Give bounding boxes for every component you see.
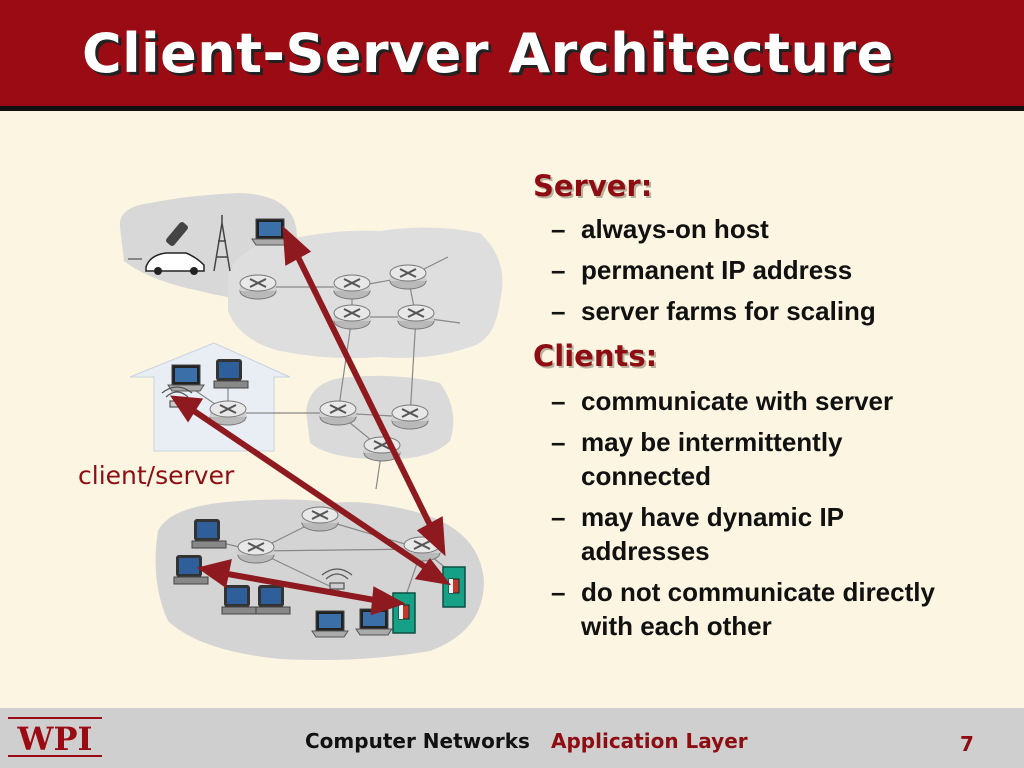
bullet-dash: – bbox=[551, 296, 566, 326]
router-icon bbox=[391, 404, 429, 430]
network-diagram: client/server bbox=[0, 111, 520, 708]
wireless-access-point-icon bbox=[321, 568, 353, 590]
footer-bar: WPI Computer Networks Application Layer … bbox=[0, 708, 1024, 768]
clients-bullet: – may have dynamic IP addresses bbox=[551, 502, 844, 566]
router-icon bbox=[319, 400, 357, 426]
server-icon bbox=[442, 566, 466, 608]
clients-bullet: – may be intermittently connected bbox=[551, 427, 843, 491]
client-server-label: client/server bbox=[78, 461, 235, 490]
slide-title: Client-Server Architecture bbox=[82, 22, 894, 85]
laptop-icon bbox=[251, 218, 289, 246]
router-icon bbox=[239, 274, 277, 300]
cell-tower-icon bbox=[213, 215, 231, 272]
router-icon bbox=[333, 274, 371, 300]
router-icon bbox=[237, 538, 275, 564]
slide-content: client/server Server: – always-on host –… bbox=[0, 111, 1024, 708]
router-icon bbox=[397, 304, 435, 330]
house-icon bbox=[129, 342, 291, 452]
bullet-dash: – bbox=[551, 386, 566, 416]
car-icon bbox=[128, 252, 205, 275]
server-bullet: – permanent IP address bbox=[551, 255, 853, 285]
router-icon bbox=[333, 304, 371, 330]
server-bullet: – always-on host bbox=[551, 214, 769, 244]
laptop-icon bbox=[311, 610, 349, 638]
clients-bullet: – do not communicate directly with each … bbox=[551, 577, 935, 641]
svg-text:WPI: WPI bbox=[17, 720, 93, 758]
title-bar: Client-Server Architecture bbox=[0, 0, 1024, 111]
cellphone-icon bbox=[166, 222, 188, 246]
bullet-dash: – bbox=[551, 214, 566, 244]
router-icon bbox=[209, 400, 247, 426]
client-server-arrows bbox=[170, 225, 452, 616]
router-icon bbox=[389, 264, 427, 290]
page-number: 7 bbox=[960, 732, 974, 756]
section-name: Application Layer bbox=[551, 729, 748, 753]
wpi-logo: WPI bbox=[8, 717, 102, 758]
bullet-dash: – bbox=[551, 255, 566, 285]
course-name: Computer Networks bbox=[305, 729, 530, 753]
clients-bullet: – communicate with server bbox=[551, 386, 894, 416]
server-bullet: – server farms for scaling bbox=[551, 296, 876, 326]
bullet-dash: – bbox=[551, 502, 566, 532]
network-diagram-svg bbox=[119, 193, 503, 660]
bullet-dash: – bbox=[551, 577, 566, 607]
server-heading: Server: bbox=[533, 169, 653, 203]
router-icon bbox=[301, 506, 339, 532]
clients-heading: Clients: bbox=[533, 339, 658, 373]
bullet-dash: – bbox=[551, 427, 566, 457]
